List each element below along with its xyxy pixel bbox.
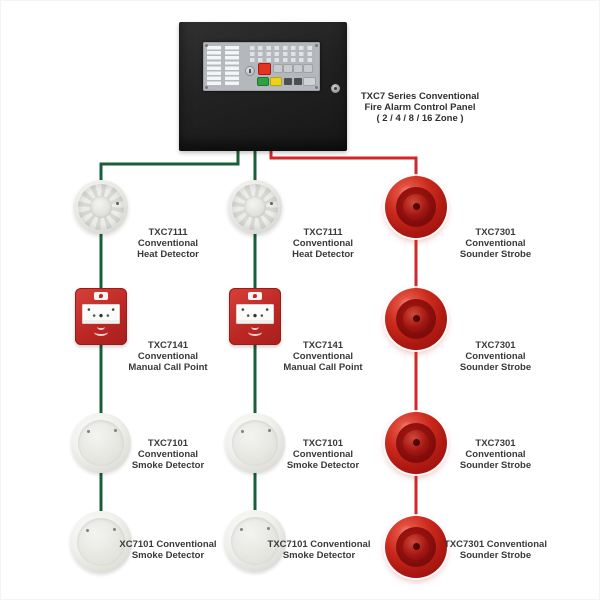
sounder-ring — [396, 299, 436, 339]
fire-alarm-control-panel — [179, 22, 347, 151]
sounder-strobe — [385, 516, 447, 578]
device-label: TXC7101 Conventional Smoke Detector — [131, 438, 205, 471]
panel-label-line: TXC7 Series Conventional — [360, 91, 480, 102]
cabinet-keylock-icon — [331, 84, 340, 93]
sounder-ring — [396, 423, 436, 463]
sounder-ring — [396, 187, 436, 227]
evacuate-button — [259, 64, 270, 74]
sounder-wire — [269, 149, 418, 549]
device-label: TXC7141 Conventional Manual Call Point — [283, 340, 363, 373]
panel-button — [284, 65, 292, 72]
panel-button — [304, 78, 315, 85]
panel-keyswitch — [246, 67, 254, 75]
manual-call-point — [229, 288, 281, 345]
sounder-core — [403, 430, 429, 456]
sounder-strobe — [385, 176, 447, 238]
panel-label: TXC7 Series Conventional Fire Alarm Cont… — [340, 91, 500, 124]
screw-icon — [205, 44, 208, 47]
panel-keypad — [203, 42, 320, 91]
device-label: TXC7301 Conventional Sounder Strobe — [459, 438, 532, 471]
panel-button — [294, 78, 302, 85]
sounder-core — [403, 534, 429, 560]
led-row — [250, 58, 315, 62]
sounder-strobe — [385, 412, 447, 474]
device-label: TXC7111 Conventional Heat Detector — [137, 227, 199, 260]
smoke-detector — [70, 511, 132, 573]
zone-led-column — [225, 46, 239, 87]
sounder-ring — [396, 527, 436, 567]
sounder-core — [403, 306, 429, 332]
device-label: XC7101 Conventional Smoke Detector — [119, 539, 217, 561]
smoke-detector — [71, 413, 131, 473]
heat-detector — [228, 180, 282, 234]
screw-icon — [205, 86, 208, 89]
mcp-logo-icon — [94, 292, 108, 300]
device-label: TXC7301 Conventional Sounder Strobe — [444, 539, 547, 561]
device-label: TXC7101 Conventional Smoke Detector — [267, 539, 371, 561]
manual-call-point — [75, 288, 127, 345]
led-row — [250, 46, 315, 50]
panel-button — [284, 78, 292, 85]
detector-cap — [244, 196, 266, 218]
screw-icon — [315, 86, 318, 89]
detector-cap — [90, 196, 112, 218]
smoke-detector — [225, 413, 285, 473]
smoke-detector — [224, 510, 286, 572]
device-label: TXC7301 Conventional Sounder Strobe — [459, 340, 532, 373]
panel-button — [294, 65, 302, 72]
device-label: TXC7141 Conventional Manual Call Point — [128, 340, 208, 373]
zone1-wire — [99, 149, 240, 542]
panel-label-line: ( 2 / 4 / 8 / 16 Zone ) — [376, 112, 464, 124]
reset-button — [258, 78, 268, 85]
mcp-logo-icon — [248, 292, 262, 300]
panel-button — [304, 65, 312, 72]
sounder-strobe — [385, 288, 447, 350]
silence-button — [271, 78, 281, 85]
sounder-core — [403, 194, 429, 220]
screw-icon — [315, 44, 318, 47]
mcp-glass-window — [236, 304, 274, 324]
panel-label-line: Fire Alarm Control Panel — [364, 101, 476, 113]
device-label: TXC7101 Conventional Smoke Detector — [286, 438, 360, 471]
panel-button — [274, 65, 282, 72]
device-label: TXC7301 Conventional Sounder Strobe — [459, 227, 532, 260]
mcp-reset-element — [94, 328, 108, 336]
led-row — [250, 52, 315, 56]
heat-detector — [74, 180, 128, 234]
mcp-reset-element — [248, 328, 262, 336]
device-label: TXC7111 Conventional Heat Detector — [292, 227, 354, 260]
mcp-glass-window — [82, 304, 120, 324]
zone-led-column — [207, 46, 221, 87]
